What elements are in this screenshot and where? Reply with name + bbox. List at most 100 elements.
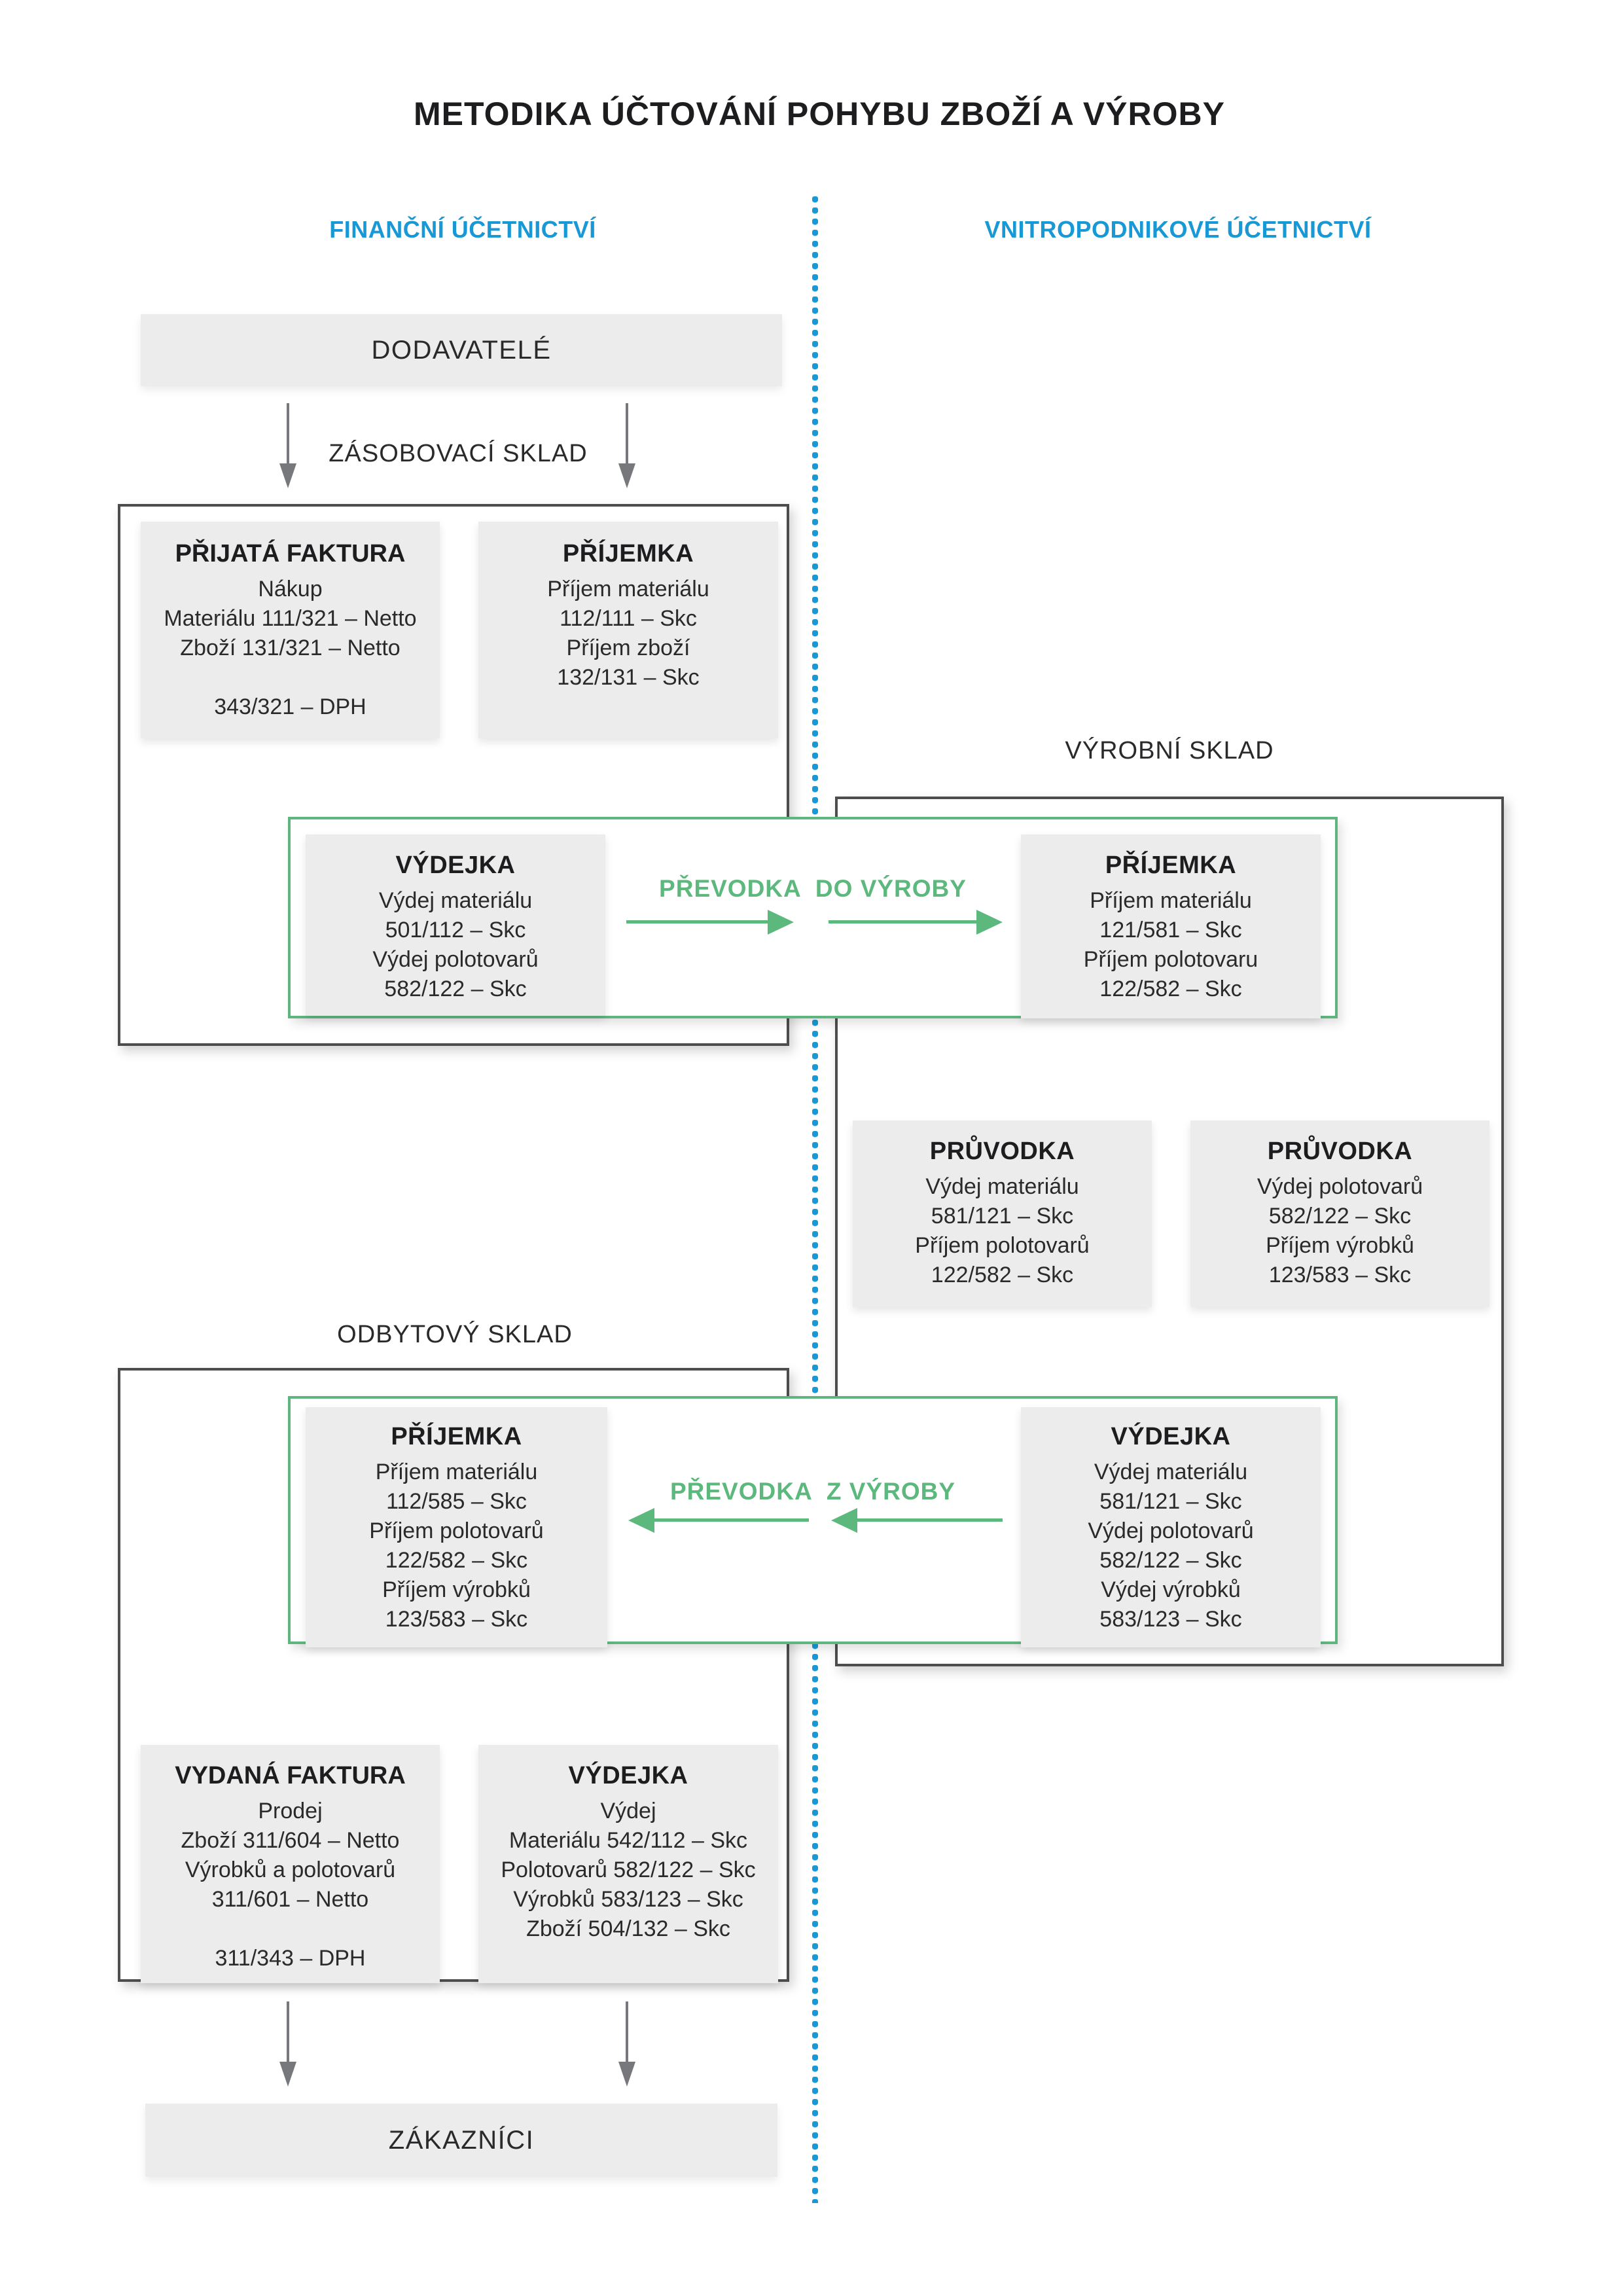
card-title: VÝDEJKA bbox=[1111, 1423, 1231, 1450]
card-line: Prodej bbox=[258, 1799, 323, 1823]
transfer-to-production-label: PŘEVODKA DO VÝROBY bbox=[659, 875, 967, 902]
zone-label-production-warehouse: VÝROBNÍ SKLAD bbox=[1065, 737, 1274, 764]
card-line: 581/121 – Skc bbox=[1099, 1489, 1242, 1514]
dotted-divider-line bbox=[812, 196, 818, 2203]
card-line: 583/123 – Skc bbox=[1099, 1607, 1242, 1632]
zone-label-sales-warehouse: ODBYTOVÝ SKLAD bbox=[337, 1321, 573, 1348]
sales-warehouse-box bbox=[118, 1368, 789, 1982]
card-title: PŘIJATÁ FAKTURA bbox=[175, 540, 406, 567]
page-title: METODIKA ÚČTOVÁNÍ POHYBU ZBOŽÍ A VÝROBY bbox=[413, 96, 1226, 132]
card-line: 343/321 – DPH bbox=[214, 694, 366, 719]
card-line: 311/601 – Netto bbox=[211, 1887, 369, 1912]
card-line: 582/122 – Skc bbox=[1099, 1548, 1242, 1573]
arrow-shaft bbox=[287, 403, 289, 463]
customers-banner: ZÁKAZNÍCI bbox=[145, 2104, 777, 2177]
arrow-shaft bbox=[287, 2001, 289, 2062]
card-title: PŘÍJEMKA bbox=[391, 1423, 522, 1450]
card-line: 582/122 – Skc bbox=[384, 977, 527, 1001]
arrow-down-icon bbox=[618, 2001, 635, 2087]
card-line: Nákup bbox=[258, 577, 323, 601]
column-header-internal-accounting: VNITROPODNIKOVÉ ÚČETNICTVÍ bbox=[984, 216, 1372, 243]
card-line: Výdej materiálu bbox=[925, 1174, 1079, 1199]
card-line: Výdej materiálu bbox=[1094, 1460, 1248, 1484]
card-line: Výdej bbox=[600, 1799, 656, 1823]
arrow-down-icon bbox=[279, 403, 296, 488]
suppliers-banner: DODAVATELÉ bbox=[141, 314, 782, 386]
column-header-financial-accounting: FINANČNÍ ÚČETNICTVÍ bbox=[329, 216, 596, 243]
card-title: VYDANÁ FAKTURA bbox=[175, 1762, 406, 1789]
card-line: Zboží 131/321 – Netto bbox=[180, 636, 401, 660]
card-line: 112/111 – Skc bbox=[560, 606, 697, 631]
arrow-right-icon bbox=[626, 909, 794, 935]
card-line: Výdej polotovarů bbox=[1088, 1518, 1254, 1543]
card-title: PŘÍJEMKA bbox=[562, 540, 694, 567]
card-line: 122/582 – Skc bbox=[385, 1548, 528, 1573]
card-line: 123/583 – Skc bbox=[1268, 1263, 1412, 1287]
card-line: 311/343 – DPH bbox=[215, 1946, 366, 1971]
card-line: 112/585 – Skc bbox=[386, 1489, 527, 1514]
card-line: 582/122 – Skc bbox=[1268, 1204, 1412, 1229]
transfer-from-production-label: PŘEVODKA Z VÝROBY bbox=[669, 1478, 956, 1505]
card-line: 132/131 – Skc bbox=[557, 665, 700, 690]
card-line: Příjem polotovarů bbox=[915, 1233, 1090, 1258]
card-line: Příjem polotovarů bbox=[369, 1518, 544, 1543]
card-line: Příjem polotovaru bbox=[1083, 947, 1258, 972]
card-title: VÝDEJKA bbox=[395, 852, 516, 879]
card-title: VÝDEJKA bbox=[568, 1762, 688, 1789]
card-line: Příjem zboží bbox=[566, 636, 690, 660]
card-line: Zboží 311/604 – Netto bbox=[181, 1828, 400, 1853]
arrow-down-icon bbox=[279, 2001, 296, 2087]
card-line: Polotovarů 582/122 – Skc bbox=[501, 1857, 756, 1882]
arrow-shaft bbox=[626, 2001, 628, 2062]
card-line: Příjem materiálu bbox=[547, 577, 709, 601]
arrow-left-icon bbox=[628, 1507, 809, 1533]
arrow-down-icon bbox=[618, 403, 635, 488]
card-line: Materiálu 111/321 – Netto bbox=[164, 606, 417, 631]
card-line: Zboží 504/132 – Skc bbox=[526, 1916, 730, 1941]
card-title: PRŮVODKA bbox=[929, 1138, 1075, 1165]
card-title: PRŮVODKA bbox=[1267, 1138, 1413, 1165]
supply-warehouse-box bbox=[118, 504, 789, 1046]
card-line: Příjem materiálu bbox=[1090, 888, 1252, 913]
card-title: PŘÍJEMKA bbox=[1105, 852, 1237, 879]
card-line: Příjem výrobků bbox=[1266, 1233, 1414, 1258]
card-line: Příjem materiálu bbox=[375, 1460, 538, 1484]
card-line: 122/582 – Skc bbox=[931, 1263, 1074, 1287]
zone-label-supply-warehouse: ZÁSOBOVACÍ SKLAD bbox=[329, 440, 588, 467]
card-line bbox=[287, 1914, 293, 1944]
card-line: Výdej výrobků bbox=[1101, 1577, 1241, 1602]
arrow-shaft bbox=[626, 403, 628, 463]
card-line: 121/581 – Skc bbox=[1099, 918, 1242, 942]
arrow-right-icon bbox=[829, 909, 1003, 935]
card-line: Výrobků 583/123 – Skc bbox=[513, 1887, 743, 1912]
card-line: 122/582 – Skc bbox=[1099, 977, 1242, 1001]
card-line: 123/583 – Skc bbox=[385, 1607, 528, 1632]
card-line: Výdej materiálu bbox=[378, 888, 533, 913]
card-line bbox=[287, 663, 293, 692]
card-line: 501/112 – Skc bbox=[385, 918, 526, 942]
card-line: 581/121 – Skc bbox=[931, 1204, 1074, 1229]
arrow-left-icon bbox=[831, 1507, 1003, 1533]
card-line: Výrobků a polotovarů bbox=[185, 1857, 396, 1882]
card-line: Materiálu 542/112 – Skc bbox=[508, 1828, 748, 1853]
